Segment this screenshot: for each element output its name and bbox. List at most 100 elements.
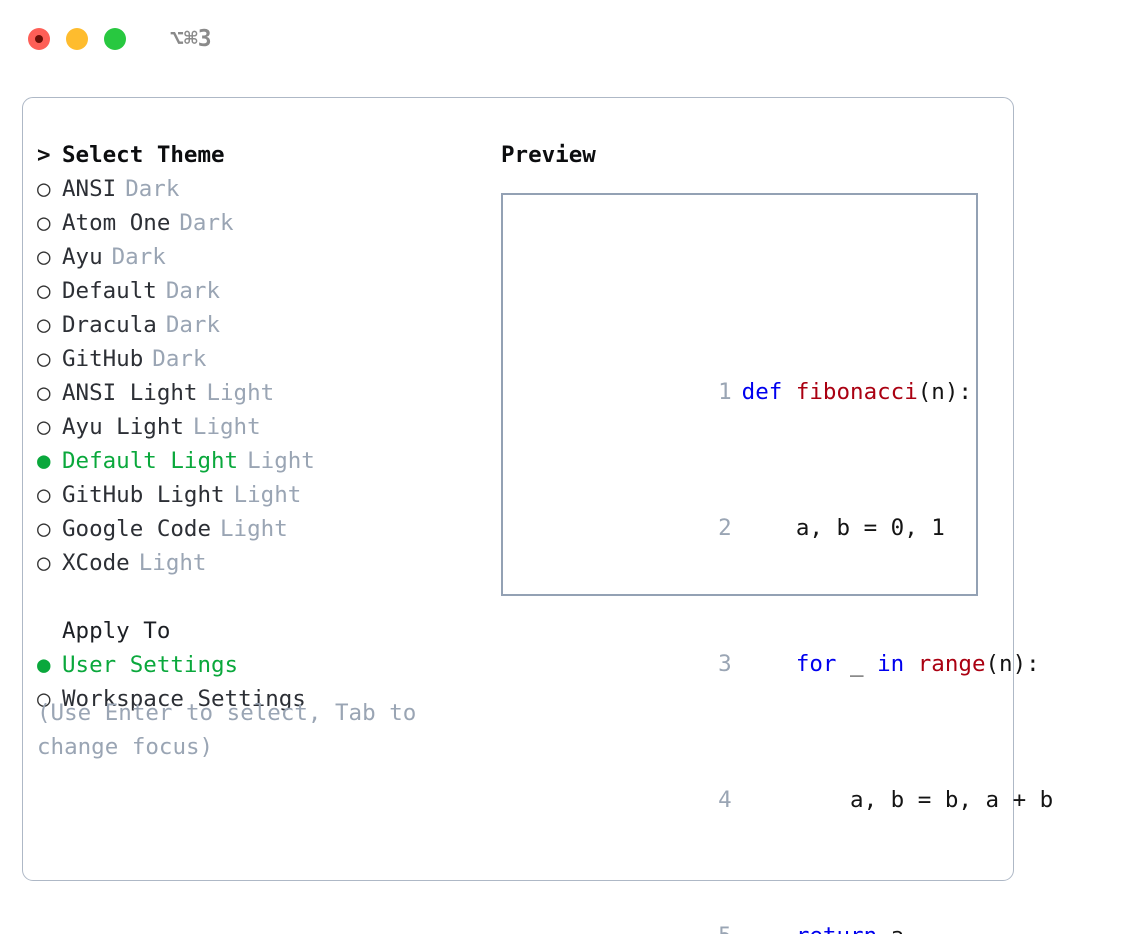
theme-option-tag: Light: [192, 414, 261, 440]
theme-option-tag: Dark: [125, 176, 180, 202]
minimize-button[interactable]: [66, 28, 88, 50]
radio-icon[interactable]: ○: [37, 414, 51, 440]
maximize-button[interactable]: [104, 28, 126, 50]
line-number: 3: [718, 651, 732, 677]
theme-option-label: XCode: [62, 550, 130, 576]
code-token: a, b = b, a + b: [741, 787, 1054, 813]
theme-option-label: ANSI: [62, 176, 117, 202]
theme-option-github[interactable]: ○ GitHub Dark: [37, 342, 497, 376]
radio-icon[interactable]: ○: [37, 516, 51, 542]
theme-option-tag: Dark: [179, 210, 234, 236]
apply-to-section: ○ Apply To ● User Settings ○ Workspace S…: [37, 614, 497, 716]
theme-option-label: Google Code: [62, 516, 212, 542]
radio-icon[interactable]: ○: [37, 482, 51, 508]
apply-to-workspace-settings[interactable]: ○ Workspace Settings: [37, 682, 497, 716]
apply-to-option-label: Workspace Settings: [62, 686, 306, 712]
theme-option-label: GitHub: [62, 346, 144, 372]
code-token: [742, 923, 796, 934]
theme-option-tag: Light: [233, 482, 302, 508]
close-button[interactable]: [28, 28, 50, 50]
theme-option-ayu[interactable]: ○ Ayu Dark: [37, 240, 497, 274]
window-controls: [28, 28, 126, 50]
keyboard-hint-text: (Use Enter to select, Tab to change focu…: [37, 700, 417, 760]
apply-to-title: Apply To: [62, 618, 171, 644]
code-line: 2 a, b = 0, 1: [516, 477, 1080, 541]
code-token: in: [877, 651, 918, 677]
theme-option-label: Dracula: [62, 312, 157, 338]
theme-option-label: Default Light: [62, 448, 239, 474]
theme-option-google-code[interactable]: ○ Google Code Light: [37, 512, 497, 546]
theme-picker-card: > Select Theme ○ ANSI Dark ○ Atom One Da…: [22, 97, 1053, 934]
caret-icon: >: [37, 142, 51, 168]
theme-option-label: Default: [62, 278, 157, 304]
theme-option-ansi[interactable]: ○ ANSI Dark: [37, 172, 497, 206]
theme-option-label: Atom One: [62, 210, 171, 236]
apply-to-option-label: User Settings: [62, 652, 239, 678]
theme-option-label: Ayu: [62, 244, 103, 270]
code-token: a: [877, 923, 905, 934]
line-number: 4: [718, 787, 732, 813]
theme-option-tag: Light: [206, 380, 275, 406]
theme-option-label: ANSI Light: [62, 380, 198, 406]
line-number: 2: [718, 515, 732, 541]
line-number: 1: [718, 379, 732, 405]
code-token: for: [795, 651, 837, 677]
section-spacer: [37, 580, 497, 614]
line-number: 5: [706, 919, 732, 934]
theme-option-atom-one[interactable]: ○ Atom One Dark: [37, 206, 497, 240]
theme-option-github-light[interactable]: ○ GitHub Light Light: [37, 478, 497, 512]
panel-title: Select Theme: [62, 142, 225, 168]
apply-to-user-settings[interactable]: ● User Settings: [37, 648, 497, 682]
theme-option-tag: Dark: [165, 312, 221, 338]
code-token: (n):: [985, 651, 1040, 677]
theme-option-tag: Dark: [165, 278, 221, 304]
code-line: 3 for _ in range(n):: [516, 613, 1080, 677]
radio-selected-icon[interactable]: ●: [37, 448, 51, 474]
radio-icon[interactable]: ○: [37, 380, 51, 406]
theme-list-panel: > Select Theme ○ ANSI Dark ○ Atom One Da…: [37, 138, 497, 716]
keyboard-shortcut-label: ⌥⌘3: [170, 25, 212, 52]
theme-option-ayu-light[interactable]: ○ Ayu Light Light: [37, 410, 497, 444]
radio-icon[interactable]: ○: [37, 176, 51, 202]
code-token: return: [796, 923, 877, 934]
radio-icon[interactable]: ○: [37, 210, 51, 236]
theme-option-default[interactable]: ○ Default Dark: [37, 274, 497, 308]
spacer-icon: ○: [37, 614, 62, 648]
title-bar: ⌥⌘3: [0, 0, 1140, 78]
theme-option-tag: Light: [138, 550, 207, 576]
code-token: def: [741, 379, 796, 405]
code-token: fibonacci: [795, 379, 918, 405]
radio-selected-icon[interactable]: ●: [37, 652, 51, 678]
radio-icon[interactable]: ○: [37, 244, 51, 270]
theme-options-list: ○ ANSI Dark ○ Atom One Dark ○ Ayu Dark: [37, 172, 497, 580]
theme-option-ansi-light[interactable]: ○ ANSI Light Light: [37, 376, 497, 410]
select-theme-heading: > Select Theme: [37, 138, 497, 172]
code-line: 4 a, b = b, a + b: [516, 749, 1080, 813]
radio-icon[interactable]: ○: [37, 686, 51, 712]
apply-to-heading: ○ Apply To: [37, 614, 497, 648]
code-token: _: [836, 651, 878, 677]
theme-option-label: Ayu Light: [62, 414, 184, 440]
theme-option-tag: Light: [247, 448, 315, 474]
code-token: a, b = 0, 1: [741, 515, 945, 541]
preview-title: Preview: [501, 142, 596, 168]
radio-icon[interactable]: ○: [37, 550, 51, 576]
code-line: 1 def fibonacci(n):: [516, 341, 1080, 405]
code-token: range: [917, 651, 986, 677]
code-token: [742, 651, 796, 677]
code-token: (n):: [917, 379, 972, 405]
theme-option-tag: Dark: [111, 244, 166, 270]
theme-option-tag: Light: [220, 516, 288, 542]
theme-option-default-light[interactable]: ● Default Light Light: [37, 444, 497, 478]
theme-option-label: GitHub Light: [62, 482, 225, 508]
radio-icon[interactable]: ○: [37, 312, 51, 338]
theme-option-dracula[interactable]: ○ Dracula Dark: [37, 308, 497, 342]
theme-option-xcode[interactable]: ○ XCode Light: [37, 546, 497, 580]
theme-option-tag: Dark: [152, 346, 207, 372]
radio-icon[interactable]: ○: [37, 278, 51, 304]
radio-icon[interactable]: ○: [37, 346, 51, 372]
